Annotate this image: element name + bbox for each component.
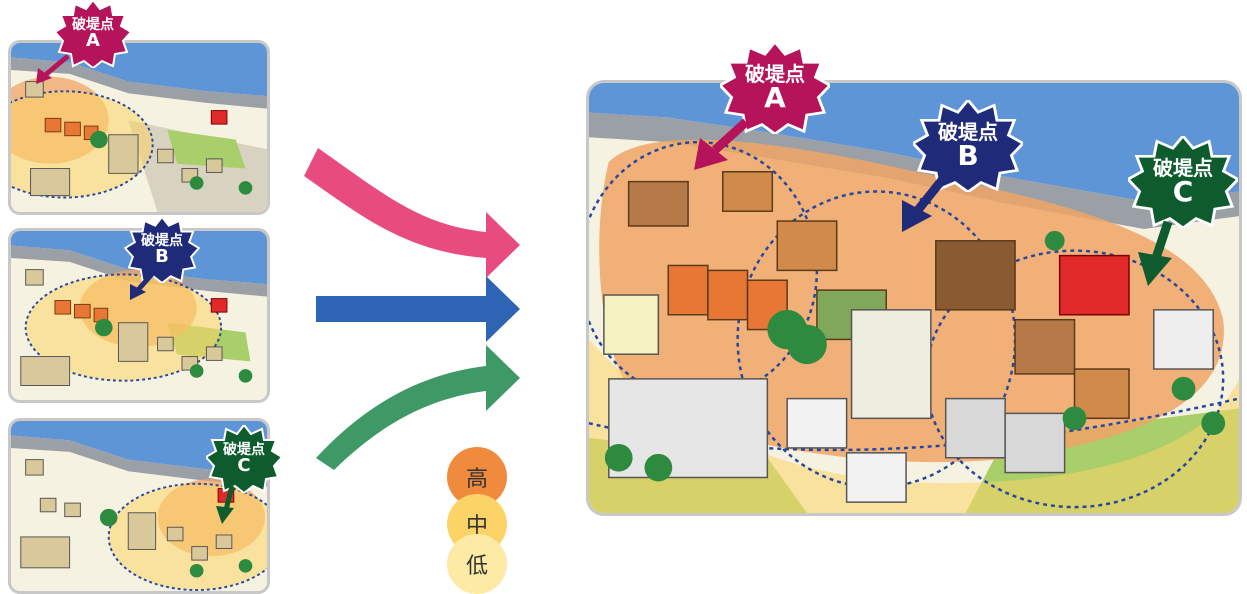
breach-letter: B: [155, 246, 169, 267]
burst-shape-icon: [913, 100, 1023, 192]
burst-shape-icon: [1128, 136, 1238, 228]
breach-letter: C: [1172, 175, 1194, 208]
breach-label: 破堤点: [938, 120, 998, 144]
breach-label: 破堤点: [1153, 156, 1213, 180]
breach-letter: A: [764, 81, 786, 114]
legend-label-medium: 中: [465, 514, 488, 539]
breach-label: 破堤点: [72, 17, 114, 33]
breach-label: 破堤点: [745, 62, 805, 86]
arrow-c: [316, 345, 520, 470]
legend-label-low: 低: [465, 554, 488, 579]
burst-shape-icon: [720, 42, 830, 134]
legend-low: 低: [447, 534, 507, 594]
arrow-a: [304, 148, 520, 278]
burst-shape-icon: [124, 217, 200, 283]
scenario-panel-c: [8, 418, 270, 594]
legend-label-high: 高: [465, 467, 488, 492]
breach-label: 破堤点: [223, 442, 265, 458]
breach-label: 破堤点: [141, 233, 183, 249]
burst-shape-icon: [55, 0, 131, 68]
breach-letter: A: [86, 30, 100, 51]
arrow-b: [316, 276, 520, 342]
burst-shape-icon: [206, 425, 282, 493]
breach-letter: C: [237, 455, 251, 476]
breach-letter: B: [957, 139, 979, 172]
